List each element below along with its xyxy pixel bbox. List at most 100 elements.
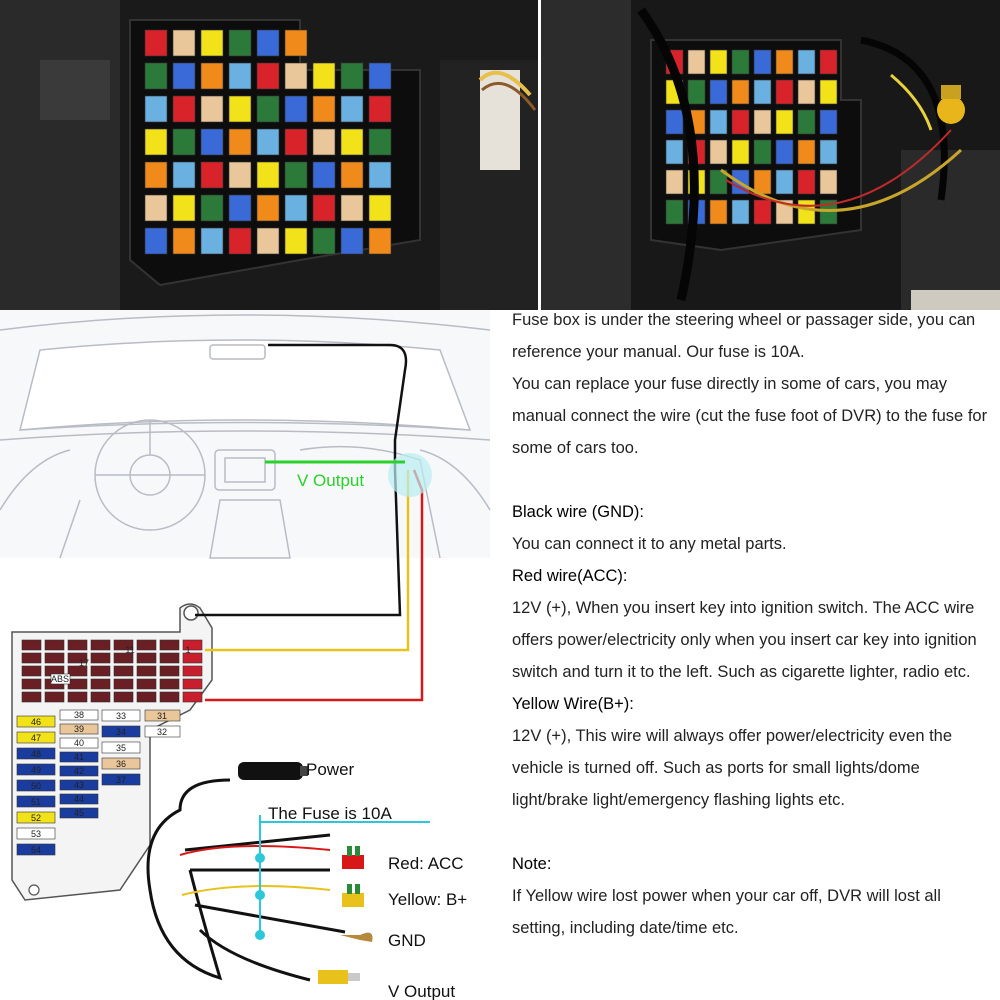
photo-fuse (340, 227, 364, 255)
dashboard-illustration (0, 310, 491, 559)
photo-fuse (819, 139, 838, 165)
photo-fuse (775, 49, 794, 75)
diagram-fuse (144, 709, 181, 722)
diagram-fuse (16, 811, 56, 824)
diagram-fuse (90, 665, 111, 677)
diagram-fuse (182, 665, 203, 677)
photo-fuse (731, 79, 750, 105)
photo-fuse (709, 79, 728, 105)
yellow-wire-heading: Yellow Wire(B+): (512, 695, 634, 713)
fuse-number: 1 (185, 645, 190, 655)
diagram-fuse (136, 652, 157, 664)
photo-fuse (172, 161, 196, 189)
photo-fuse (709, 49, 728, 75)
diagram-fuse (59, 723, 99, 735)
fuse-number: 41 (74, 752, 84, 762)
photo-fuse (172, 62, 196, 90)
red-acc-label: Red: ACC (388, 854, 464, 873)
photo-fuse (172, 194, 196, 222)
fuse-number: 48 (31, 749, 41, 759)
photo-fuse (753, 49, 772, 75)
photo-fuse (312, 95, 336, 123)
photo-fuse (665, 199, 684, 225)
fuse-number: 53 (31, 829, 41, 839)
photo-fuse (819, 79, 838, 105)
photo-fuse (368, 62, 392, 90)
photo-fuse (819, 49, 838, 75)
diagram-fuse (67, 652, 88, 664)
v-output-top-label: V Output (297, 471, 364, 490)
photo-fuse (819, 169, 838, 195)
photo-fuse (687, 79, 706, 105)
diagram-fuse (16, 779, 56, 792)
photo-fuse (368, 95, 392, 123)
photo-fuse (368, 194, 392, 222)
photo-fuse (256, 62, 280, 90)
fuse-note-label: The Fuse is 10A (268, 804, 392, 823)
photo-fuse (797, 79, 816, 105)
photo-fuse (228, 194, 252, 222)
diagram-fuse (136, 691, 157, 703)
diagram-fuse (67, 665, 88, 677)
photo-fuse (256, 29, 280, 57)
fuse-number: 35 (116, 743, 126, 753)
diagram-fuse (182, 691, 203, 703)
diagram-fuse (44, 652, 65, 664)
diagram-fuse (16, 747, 56, 760)
instructions-text: Fuse box is under the steering wheel or … (512, 304, 998, 944)
diagram-fuse (113, 678, 134, 690)
photo-fuse (709, 169, 728, 195)
photo-fuse (775, 169, 794, 195)
diagram-fuse (136, 678, 157, 690)
photo-fuse (200, 227, 224, 255)
photo-fuse (368, 161, 392, 189)
red-wire-body: 12V (+), When you insert key into igniti… (512, 599, 977, 681)
photo-fuse (200, 62, 224, 90)
fuse-box-photo-left (0, 0, 538, 310)
diagram-fuse (113, 691, 134, 703)
diagram-fuse (101, 709, 141, 722)
fuse-box-photo-right (541, 0, 1000, 310)
photo-fuse (200, 128, 224, 156)
photo-fuse (200, 29, 224, 57)
photo-fuse (144, 227, 168, 255)
photo-fuse (709, 109, 728, 135)
fuse-number: 33 (116, 711, 126, 721)
photo-fuse (200, 95, 224, 123)
photo-fuse (228, 29, 252, 57)
photo-fuse (200, 161, 224, 189)
photo-fuse (340, 95, 364, 123)
diagram-fuse (182, 678, 203, 690)
fuse-number: 40 (74, 738, 84, 748)
photo-fuse (731, 139, 750, 165)
photo-fuse (256, 95, 280, 123)
fuse-number: 47 (31, 733, 41, 743)
diagram-fuse (113, 639, 134, 651)
fuse-number: 46 (31, 717, 41, 727)
ground-ring-terminal (340, 932, 373, 942)
diagram-fuse (21, 639, 42, 651)
fuse-number: 45 (74, 808, 84, 818)
photo-fuse (753, 169, 772, 195)
photo-fuse (284, 194, 308, 222)
diagram-fuse (182, 652, 203, 664)
fuse-number: 36 (116, 759, 126, 769)
photo-fuse (819, 109, 838, 135)
diagram-fuse (16, 763, 56, 776)
fuse-number: 49 (31, 765, 41, 775)
photo-fuse (228, 95, 252, 123)
black-wire-body: You can connect it to any metal parts. (512, 535, 787, 553)
diagram-fuse (59, 709, 99, 721)
diagram-fuse (159, 665, 180, 677)
photo-fuse (144, 62, 168, 90)
photo-fuse (753, 109, 772, 135)
yellow-wire-body: 12V (+), This wire will always offer pow… (512, 727, 953, 809)
photo-fuse (172, 95, 196, 123)
photo-fuse (284, 95, 308, 123)
diagram-fuse (16, 715, 56, 728)
photo-fuse (144, 29, 168, 57)
black-wire-path (195, 343, 408, 617)
photo-fuse (340, 194, 364, 222)
